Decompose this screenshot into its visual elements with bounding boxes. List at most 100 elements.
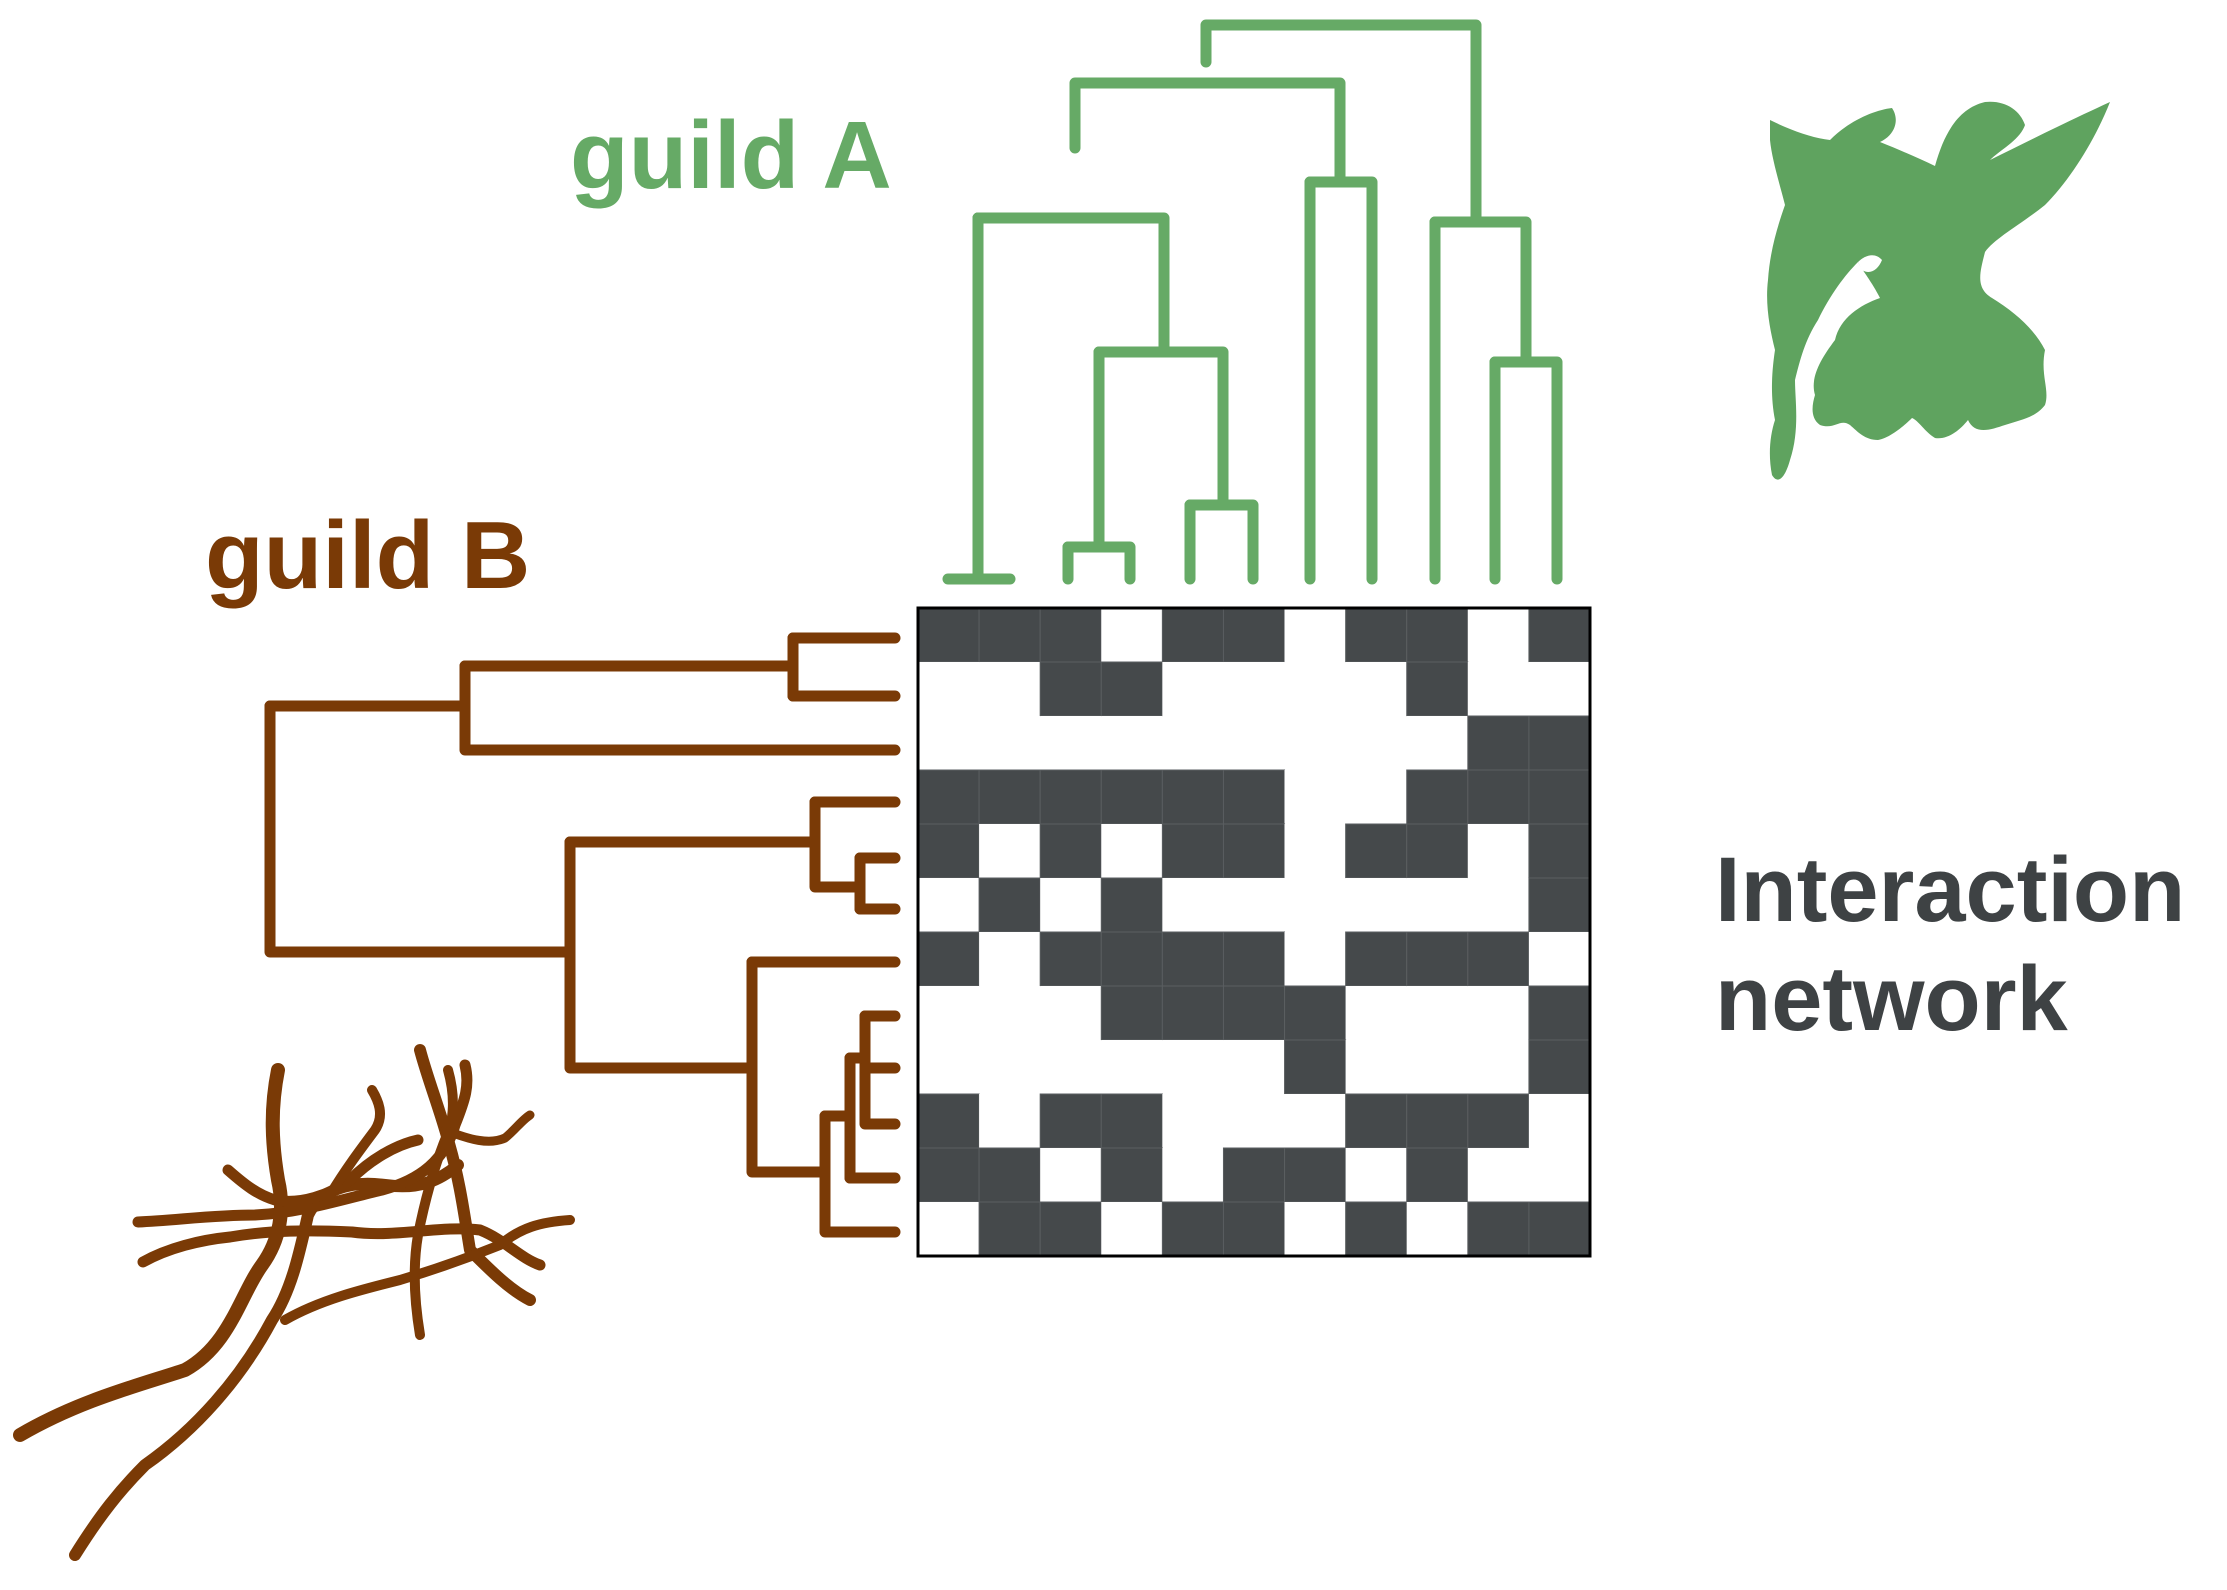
interaction-cell-empty [1101,824,1163,878]
interaction-cell-filled [917,769,980,825]
interaction-cell-empty [1345,770,1407,824]
interaction-cell-empty [1467,824,1529,878]
interaction-cell-empty [1528,1148,1590,1202]
interaction-matrix-border [916,606,1592,1258]
interaction-cell-filled [1039,1201,1102,1257]
guild-b-label: guild B [205,502,531,609]
interaction-cell-filled [1406,1147,1469,1203]
interaction-network-label: Interaction network [1715,836,2185,1053]
interaction-cell-empty [1223,662,1285,716]
interaction-cell-empty [979,1094,1041,1148]
interaction-cell-empty [918,986,980,1040]
interaction-cell-filled [1345,607,1408,663]
interaction-cell-filled [1345,823,1408,879]
interaction-cell-filled [1467,1201,1530,1257]
interaction-cell-filled [1039,823,1102,879]
interaction-cell-empty [1467,662,1529,716]
interaction-cell-empty [1284,824,1346,878]
interaction-cell-filled [1345,1093,1408,1149]
interaction-cell-empty [1406,1040,1468,1094]
interaction-cell-empty [1284,1094,1346,1148]
interaction-cell-filled [978,607,1041,663]
interaction-cell-filled [1406,661,1469,717]
interaction-cell-filled [1528,1039,1591,1095]
interaction-cell-filled [1528,823,1591,879]
interaction-matrix [916,606,1592,1258]
interaction-cell-empty [918,878,980,932]
interaction-cell-empty [1467,1148,1529,1202]
interaction-cell-filled [1222,1147,1286,1203]
interaction-cell-filled [1100,1147,1163,1203]
interaction-cell-empty [1284,770,1346,824]
interaction-cell-filled [917,823,980,879]
interaction-cell-filled [1284,985,1347,1041]
interaction-cell-empty [1162,878,1224,932]
interaction-cell-filled [1039,607,1102,663]
interaction-cell-empty [1284,878,1346,932]
interaction-cell-filled [1528,769,1591,825]
interaction-cell-filled [1100,769,1163,825]
interaction-cell-empty [1345,662,1407,716]
interaction-cell-empty [1467,878,1529,932]
interaction-cell-filled [1467,1093,1530,1149]
interaction-cell-filled [978,769,1041,825]
interaction-cell-filled [1222,931,1286,987]
interaction-cell-empty [979,716,1041,770]
interaction-cell-empty [1284,662,1346,716]
root-system-icon [13,1044,575,1561]
interaction-cell-empty [1101,608,1163,662]
interaction-cell-empty [979,662,1041,716]
interaction-cell-filled [1406,823,1469,879]
interaction-cell-empty [1284,716,1346,770]
interaction-cell-filled [1100,985,1163,1041]
interaction-cell-filled [1161,607,1224,663]
interaction-cell-filled [1528,607,1591,663]
guild-b-dendrogram [264,632,901,1238]
interaction-cell-filled [978,877,1041,933]
interaction-cell-empty [1040,1040,1102,1094]
interaction-cell-empty [1101,1040,1163,1094]
interaction-cell-filled [1345,931,1408,987]
interaction-cell-empty [1345,878,1407,932]
interaction-cell-empty [1345,1148,1407,1202]
interaction-network-label-line2: network [1715,947,2068,1050]
interaction-cell-empty [1406,716,1468,770]
interaction-cell-filled [1528,1201,1591,1257]
interaction-cell-empty [1284,932,1346,986]
interaction-cell-filled [1100,877,1163,933]
interaction-cell-empty [1345,986,1407,1040]
interaction-cell-filled [1528,877,1591,933]
interaction-cell-filled [1467,769,1530,825]
interaction-cell-filled [1406,769,1469,825]
interaction-cell-empty [918,716,980,770]
interaction-cell-empty [979,986,1041,1040]
interaction-cell-filled [1222,823,1286,879]
interaction-cell-filled [1161,985,1224,1041]
interaction-cell-filled [1222,1201,1286,1257]
interaction-cell-filled [1100,661,1163,717]
interaction-cell-filled [1039,1093,1102,1149]
interaction-cell-filled [917,607,980,663]
interaction-cell-filled [1100,1093,1163,1149]
guild-a-dendrogram [942,19,1563,585]
interaction-cell-empty [1223,1094,1285,1148]
interaction-cell-empty [1162,1148,1224,1202]
interaction-cell-filled [917,1093,980,1149]
interaction-cell-empty [1528,662,1590,716]
interaction-cell-empty [1162,662,1224,716]
interaction-cell-filled [1222,607,1286,663]
interaction-cell-empty [1162,1040,1224,1094]
interaction-cell-filled [917,931,980,987]
interaction-cell-filled [1528,985,1591,1041]
interaction-cell-filled [1222,985,1286,1041]
interaction-cell-empty [979,932,1041,986]
interaction-cell-empty [1406,1202,1468,1256]
interaction-cell-empty [1223,878,1285,932]
interaction-cell-filled [1345,1201,1408,1257]
interaction-cell-filled [1406,931,1469,987]
interaction-cell-empty [1528,932,1590,986]
interaction-cell-filled [1039,769,1102,825]
interaction-cell-filled [1222,769,1286,825]
interaction-cell-empty [918,1202,980,1256]
interaction-cell-empty [1101,1202,1163,1256]
